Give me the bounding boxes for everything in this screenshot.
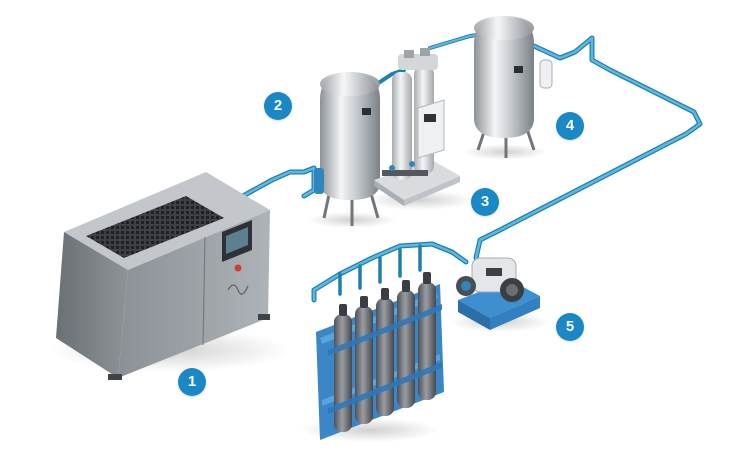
pipe-receiver-to-generator <box>378 68 406 84</box>
buffer-label-plate <box>514 66 523 73</box>
outlet-filter <box>539 59 553 89</box>
air-receiver-tank <box>308 72 396 228</box>
manifold-drops <box>338 244 422 296</box>
air-compressor <box>50 172 290 380</box>
nitrogen-buffer-tank <box>463 16 553 160</box>
step-badge-3: 3 <box>471 188 499 216</box>
cylinder <box>397 280 415 408</box>
gas-cylinder-bank <box>300 272 444 442</box>
step-badge-2: 2 <box>264 92 292 120</box>
pipe-network <box>240 32 703 303</box>
generator-screen <box>424 114 436 122</box>
cylinder <box>418 272 436 400</box>
step-badge-4: 4 <box>556 112 584 140</box>
nitrogen-generator <box>365 48 475 210</box>
compressor-logo <box>227 284 249 295</box>
step-badge-5: 5 <box>556 313 584 341</box>
pipe-booster-to-manifold <box>311 241 469 303</box>
step-badge-1: 1 <box>178 368 206 396</box>
receiver-label-plate <box>362 108 371 115</box>
compressor-grille <box>86 196 224 258</box>
compressor-status-light <box>234 264 242 272</box>
generator-control-cabinet <box>417 99 445 159</box>
nitrogen-booster <box>450 257 550 332</box>
cylinder <box>355 296 373 424</box>
cylinder <box>376 288 394 416</box>
cylinder <box>334 304 352 432</box>
